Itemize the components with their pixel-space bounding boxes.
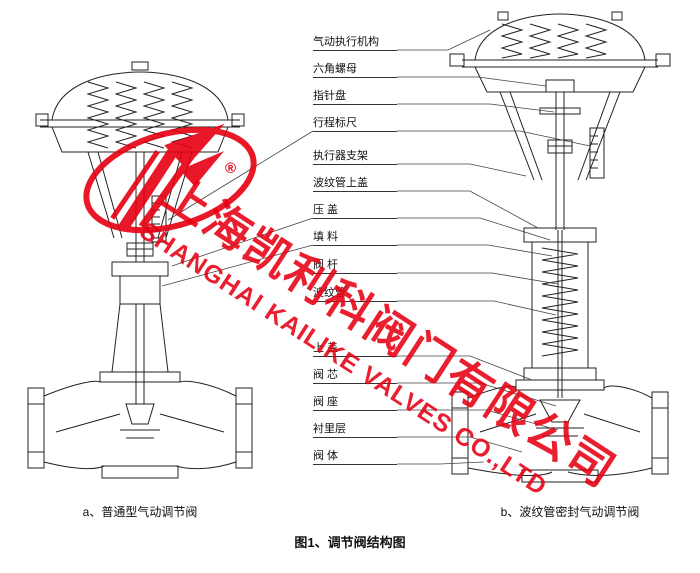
part-label-upper-cover: 上 盖 (313, 342, 397, 357)
part-label-bellows: 波纹管 (313, 287, 397, 302)
part-label-packing: 填 料 (313, 231, 397, 246)
part-label-lining-layer: 衬里层 (313, 423, 397, 438)
right-diagram-caption: b、波纹管密封气动调节阀 (500, 505, 640, 519)
part-label-actuator: 气动执行机构 (313, 36, 397, 51)
part-label-gland: 压 盖 (313, 204, 397, 219)
part-label-pointer-plate: 指针盘 (313, 90, 397, 105)
part-label-valve-plug: 阀 芯 (313, 369, 397, 384)
left-diagram-caption: a、普通型气动调节阀 (82, 505, 198, 519)
right-valve-drawing (449, 11, 671, 483)
figure-caption: 图1、调节阀结构图 (294, 535, 406, 550)
left-valve-drawing (27, 61, 253, 479)
part-label-stem: 阀 杆 (313, 259, 397, 274)
part-label-travel-scale: 行程标尺 (313, 117, 397, 132)
part-label-valve-body: 阀 体 (313, 450, 397, 465)
part-label-hex-nut: 六角螺母 (313, 63, 397, 78)
part-label-actuator-bracket: 执行器支架 (313, 150, 397, 165)
part-label-bellows-top-cover: 波纹管上盖 (313, 177, 397, 192)
part-label-valve-seat: 阀 座 (313, 396, 397, 411)
